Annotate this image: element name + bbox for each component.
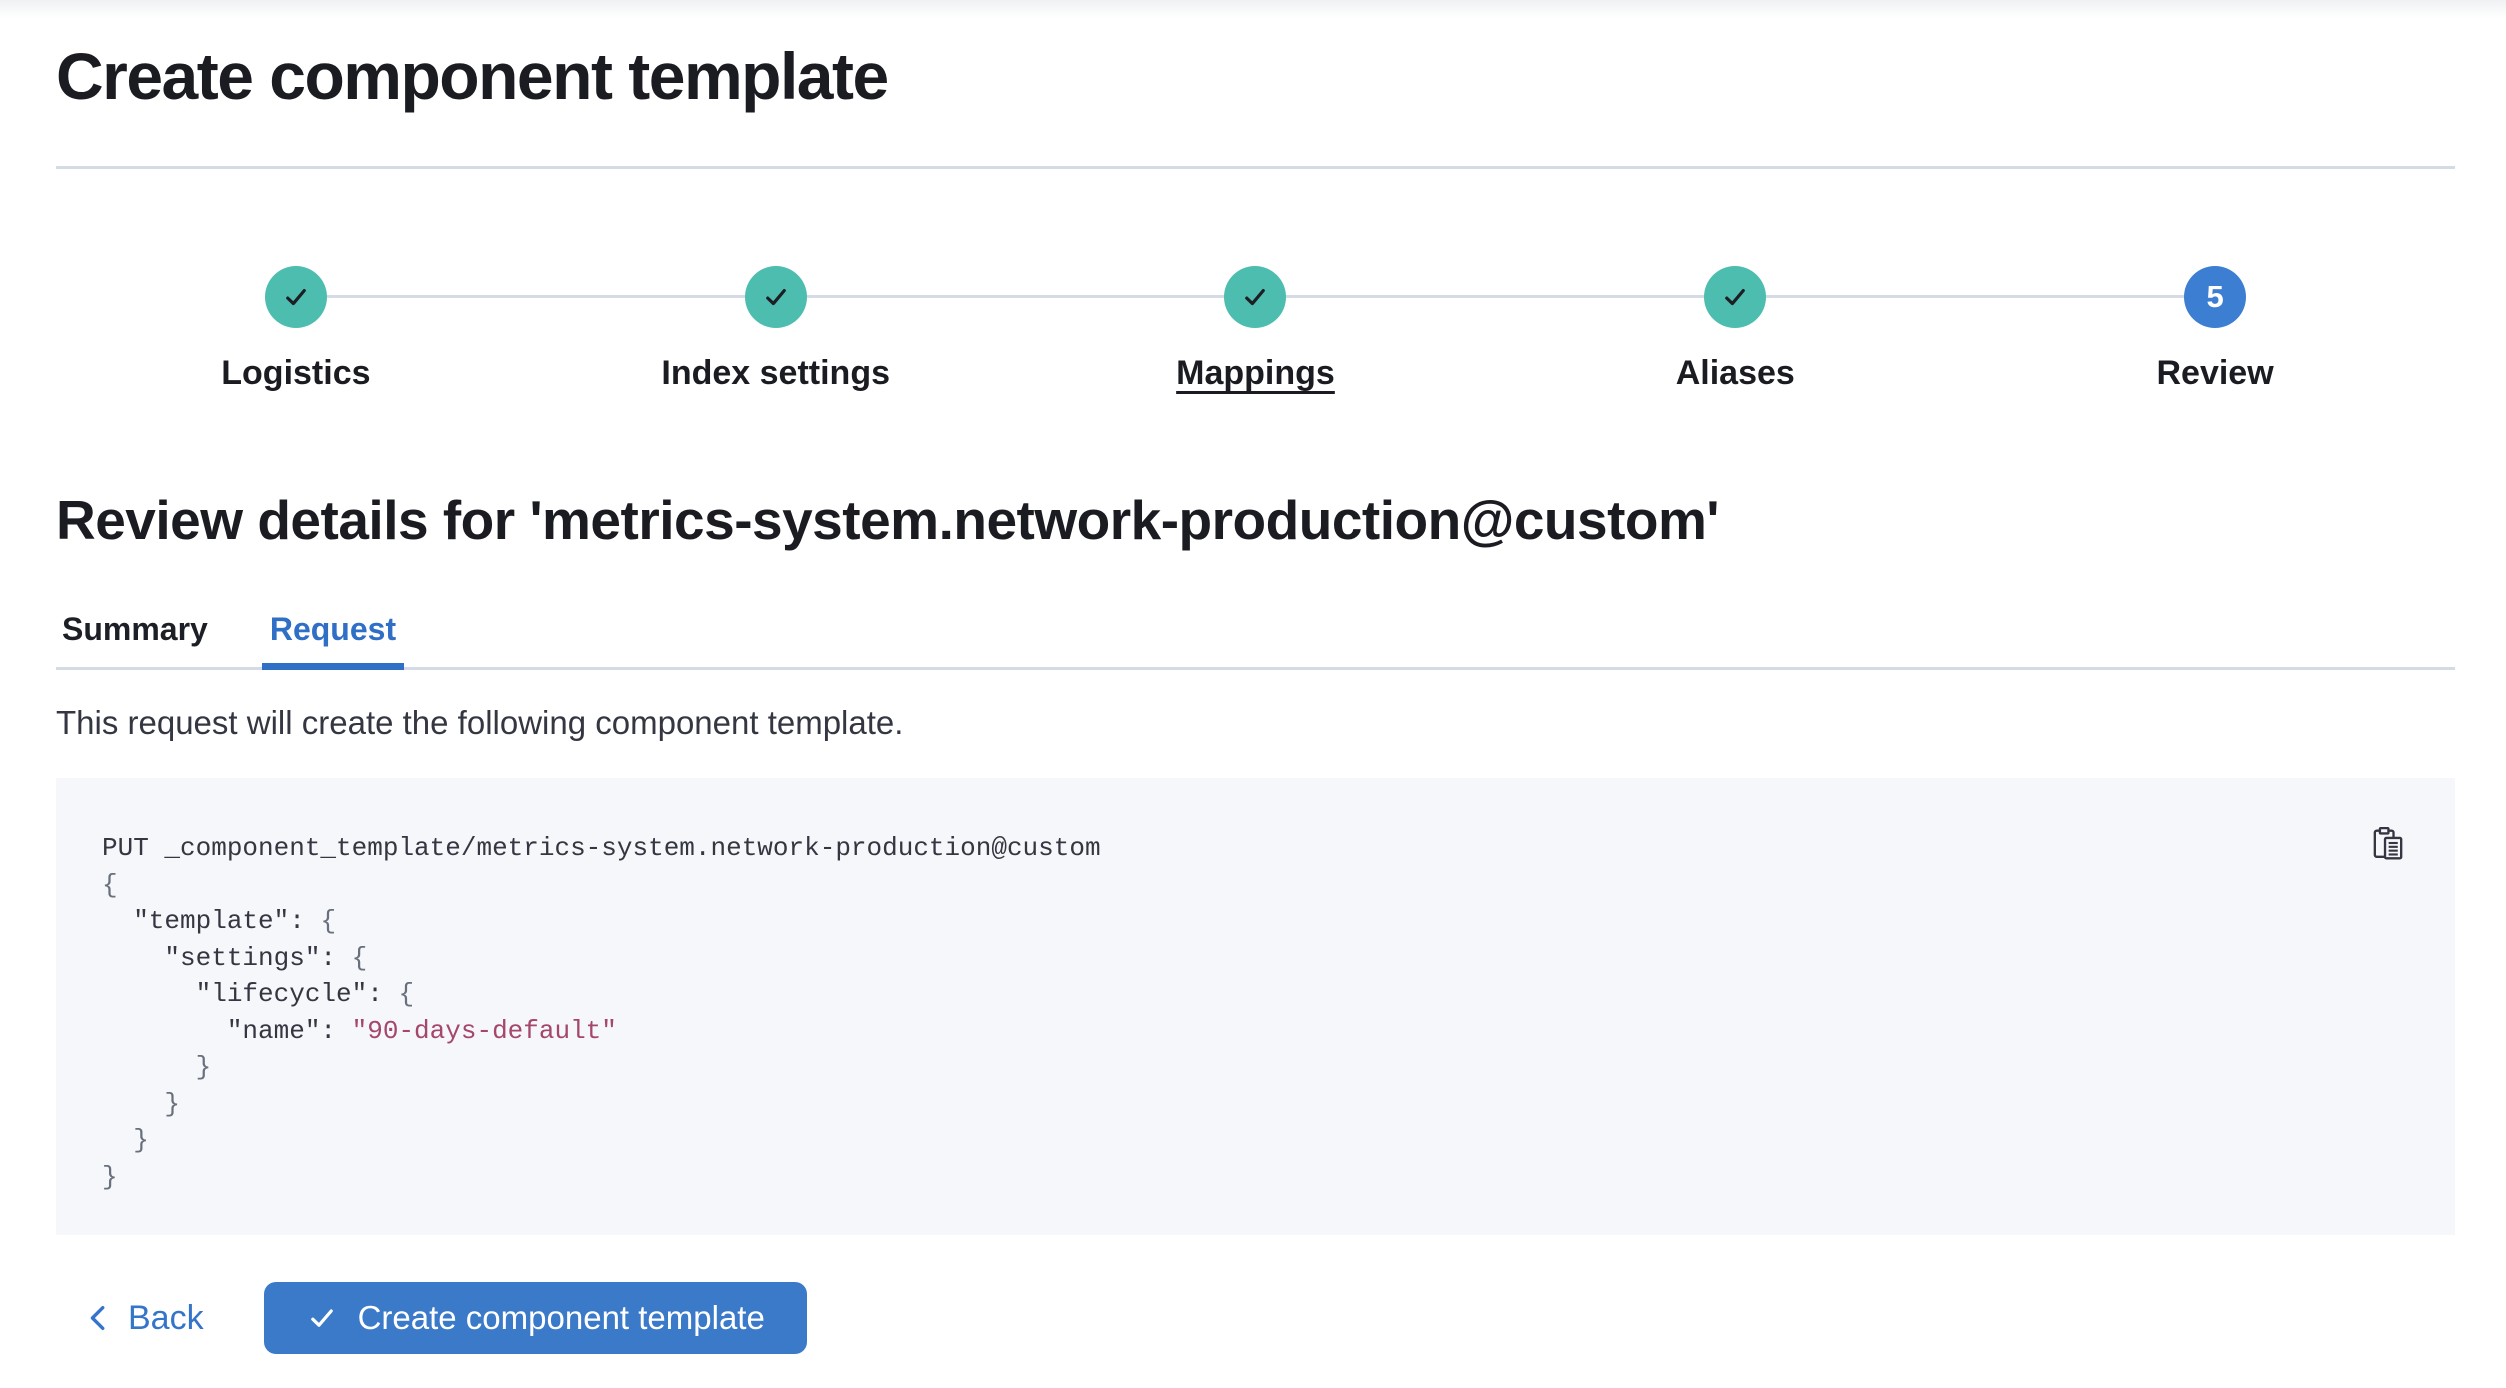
back-button[interactable]: Back [84, 1299, 204, 1338]
review-tabs: Summary Request [56, 611, 2455, 670]
step-review[interactable]: 5 Review [1975, 266, 2455, 393]
step-logistics[interactable]: Logistics [56, 266, 536, 393]
step-complete-icon [264, 266, 327, 328]
code-line: "template": { [102, 906, 337, 936]
step-index-settings[interactable]: Index settings [536, 266, 1016, 393]
step-number: 5 [2206, 279, 2224, 314]
code-line: { [102, 869, 118, 900]
page-title: Create component template [56, 39, 889, 113]
create-component-template-button[interactable]: Create component template [263, 1282, 807, 1354]
page-content: Create component template Logistics Inde… [56, 39, 2455, 1354]
code-line: PUT _component_template/metrics-system.n… [102, 833, 1101, 863]
top-shadow [0, 0, 2506, 18]
check-icon [1725, 289, 1746, 306]
code-line: "name": "90-days-default" [102, 1015, 617, 1046]
step-label: Index settings [661, 354, 890, 392]
request-description: This request will create the following c… [56, 704, 904, 741]
tab-summary[interactable]: Summary [54, 611, 216, 670]
code-line: "lifecycle": { [102, 979, 415, 1009]
step-mappings[interactable]: Mappings [1016, 266, 1496, 393]
code-line: } [102, 1161, 118, 1192]
code-line: } [102, 1052, 212, 1082]
step-label: Aliases [1675, 354, 1795, 392]
copy-clipboard-icon [2373, 826, 2403, 860]
wizard-footer: Back Create component template [56, 1282, 2455, 1354]
wizard-stepper: Logistics Index settings Mappings [56, 266, 2455, 393]
title-divider [56, 166, 2455, 169]
check-icon [310, 1309, 333, 1327]
step-label: Mappings [1176, 354, 1335, 392]
step-label: Review [2156, 354, 2274, 392]
check-icon [765, 289, 786, 306]
chevron-left-icon [90, 1306, 105, 1330]
request-code-block: PUT _component_template/metrics-system.n… [56, 778, 2455, 1235]
code-lines: PUT _component_template/metrics-system.n… [102, 830, 2335, 1195]
step-current-circle: 5 [2184, 266, 2247, 328]
back-button-label: Back [128, 1298, 204, 1337]
step-complete-icon [1224, 266, 1287, 328]
check-icon [286, 289, 306, 306]
step-complete-icon [744, 266, 807, 328]
check-icon [1245, 289, 1266, 306]
copy-to-clipboard-button[interactable] [2367, 822, 2409, 864]
code-line: } [102, 1088, 181, 1119]
code-line: "settings": { [102, 942, 368, 973]
step-label: Logistics [221, 354, 371, 392]
step-complete-icon [1704, 266, 1767, 328]
review-heading: Review details for 'metrics-system.netwo… [56, 489, 1720, 551]
create-button-label: Create component template [357, 1299, 765, 1336]
step-aliases[interactable]: Aliases [1495, 266, 1975, 393]
tab-request[interactable]: Request [261, 611, 405, 670]
code-line: } [102, 1125, 149, 1155]
